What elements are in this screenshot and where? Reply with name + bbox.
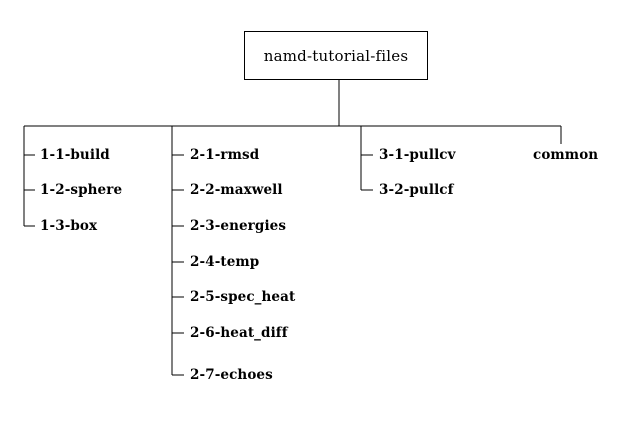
root-node-box: namd-tutorial-files xyxy=(244,31,428,80)
root-node-label: namd-tutorial-files xyxy=(263,46,409,65)
tree-node-2-2-maxwell[interactable]: 2-2-maxwell xyxy=(190,182,283,198)
tree-node-common[interactable]: common xyxy=(533,147,599,163)
tree-node-3-1-pullcv[interactable]: 3-1-pullcv xyxy=(379,147,456,163)
tree-node-2-4-temp[interactable]: 2-4-temp xyxy=(190,254,260,270)
tree-node-2-6-heat_diff[interactable]: 2-6-heat_diff xyxy=(190,325,288,341)
tree-node-2-7-echoes[interactable]: 2-7-echoes xyxy=(190,367,273,383)
tree-node-3-2-pullcf[interactable]: 3-2-pullcf xyxy=(379,182,454,198)
tree-node-1-2-sphere[interactable]: 1-2-sphere xyxy=(40,182,123,198)
tree-node-2-1-rmsd[interactable]: 2-1-rmsd xyxy=(190,147,260,163)
tree-node-1-1-build[interactable]: 1-1-build xyxy=(40,147,110,163)
tree-node-2-3-energies[interactable]: 2-3-energies xyxy=(190,218,287,234)
tree-node-2-5-spec_heat[interactable]: 2-5-spec_heat xyxy=(190,289,296,305)
tree-node-1-3-box[interactable]: 1-3-box xyxy=(40,218,98,234)
